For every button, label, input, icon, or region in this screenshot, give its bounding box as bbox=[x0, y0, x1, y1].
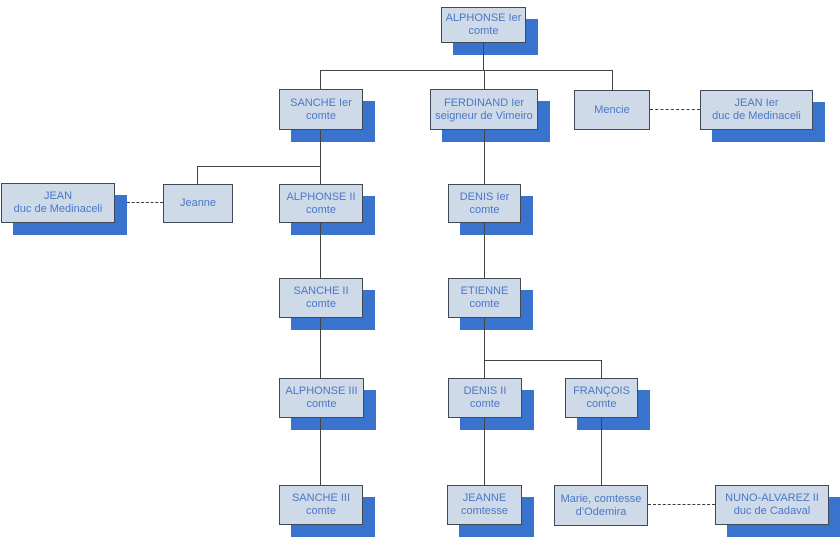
node-sanche-ii[interactable]: SANCHE II comte bbox=[279, 278, 363, 318]
node-title: comte bbox=[306, 505, 336, 517]
connector-alphonse2-sanche2 bbox=[320, 223, 321, 278]
marriage-dash-jean-jeanne bbox=[127, 202, 163, 203]
node-francois[interactable]: FRANÇOIS comte bbox=[565, 378, 638, 418]
node-title: comte bbox=[306, 203, 336, 216]
node-name: Marie, comtesse bbox=[560, 492, 642, 505]
node-mencie[interactable]: Mencie bbox=[574, 90, 650, 130]
connector-to-ferdinand1 bbox=[484, 70, 485, 89]
node-title: duc de Medinaceli bbox=[13, 203, 103, 215]
node-title: comte bbox=[306, 109, 336, 122]
node-name: SANCHE II bbox=[293, 285, 349, 297]
node-sanche-ier[interactable]: SANCHE Ier comte bbox=[279, 89, 363, 130]
node-title: duc de Cadaval bbox=[733, 505, 811, 517]
node-title: d’Odemira bbox=[575, 505, 627, 518]
node-title: comte bbox=[586, 398, 617, 410]
node-sanche-iii[interactable]: SANCHE III comte bbox=[279, 485, 363, 525]
node-name: Mencie bbox=[594, 103, 630, 116]
connector-denis1-etienne bbox=[484, 223, 485, 278]
node-name: ETIENNE bbox=[460, 285, 509, 297]
node-name: DENIS Ier bbox=[459, 190, 510, 203]
node-title: duc de Medinaceli bbox=[712, 110, 801, 122]
node-title: comte bbox=[306, 398, 337, 410]
marriage-dash-mencie-jean1 bbox=[650, 109, 700, 110]
connector-francois-marie bbox=[601, 418, 602, 485]
node-title: comtesse bbox=[460, 505, 509, 517]
node-nuno-alvarez-ii[interactable]: NUNO-ALVAREZ II duc de Cadaval bbox=[715, 485, 829, 525]
connector-alphonse3-sanche3 bbox=[320, 418, 321, 485]
connector-sanche1-down bbox=[320, 130, 321, 184]
node-title: comte bbox=[469, 203, 500, 216]
node-name: DENIS II bbox=[463, 385, 507, 397]
node-name: JEAN bbox=[43, 190, 73, 202]
connector-to-jeanne bbox=[197, 166, 198, 184]
node-ferdinand-ier[interactable]: FERDINAND Ier seigneur de Vimeiro bbox=[430, 89, 538, 130]
node-etienne[interactable]: ETIENNE comte bbox=[448, 278, 521, 318]
node-name: FRANÇOIS bbox=[573, 385, 630, 397]
node-name: JEANNE bbox=[462, 492, 507, 504]
node-title: comte bbox=[468, 25, 499, 37]
node-name: NUNO-ALVAREZ II bbox=[725, 492, 819, 504]
node-name: Jeanne bbox=[179, 197, 217, 209]
node-name: ALPHONSE III bbox=[285, 385, 358, 397]
connector-sanche1-rail bbox=[197, 166, 321, 167]
node-alphonse-iii[interactable]: ALPHONSE III comte bbox=[279, 378, 364, 418]
node-jean-ier-medinaceli[interactable]: JEAN Ier duc de Medinaceli bbox=[700, 90, 813, 130]
node-title: seigneur de Vimeiro bbox=[435, 109, 533, 122]
connector-to-mencie bbox=[612, 70, 613, 90]
connector-etienne-rail bbox=[484, 360, 602, 361]
node-name: JEAN Ier bbox=[734, 97, 779, 109]
connector-ferdinand1-denis1 bbox=[484, 130, 485, 184]
connector-to-sanche1 bbox=[320, 70, 321, 89]
node-marie-odemira[interactable]: Marie, comtesse d’Odemira bbox=[554, 485, 648, 526]
node-title: comte bbox=[306, 298, 336, 310]
node-alphonse-ii[interactable]: ALPHONSE II comte bbox=[279, 184, 363, 223]
marriage-dash-marie-nuno bbox=[648, 504, 715, 505]
node-alphonse-ier[interactable]: ALPHONSE Ier comte bbox=[441, 7, 526, 43]
node-name: FERDINAND Ier bbox=[443, 96, 525, 109]
node-denis-ier[interactable]: DENIS Ier comte bbox=[448, 184, 521, 223]
node-name: ALPHONSE Ier bbox=[445, 12, 522, 24]
node-title: comte bbox=[470, 398, 500, 410]
node-jean-medinaceli[interactable]: JEAN duc de Medinaceli bbox=[1, 183, 115, 223]
connector-alphonse1-down bbox=[483, 43, 484, 70]
node-name: ALPHONSE II bbox=[286, 190, 356, 203]
connector-to-francois bbox=[601, 360, 602, 378]
connector-sanche2-alphonse3 bbox=[320, 318, 321, 378]
node-jeanne-comtesse[interactable]: JEANNE comtesse bbox=[447, 485, 522, 525]
node-jeanne[interactable]: Jeanne bbox=[163, 184, 233, 223]
node-title: comte bbox=[469, 298, 500, 310]
node-denis-ii[interactable]: DENIS II comte bbox=[448, 378, 522, 418]
connector-denis2-jeanne2 bbox=[484, 418, 485, 485]
node-name: SANCHE Ier bbox=[290, 96, 352, 109]
connector-etienne-denis2 bbox=[484, 318, 485, 378]
node-name: SANCHE III bbox=[291, 492, 351, 504]
connector-gen1-rail bbox=[320, 70, 613, 71]
